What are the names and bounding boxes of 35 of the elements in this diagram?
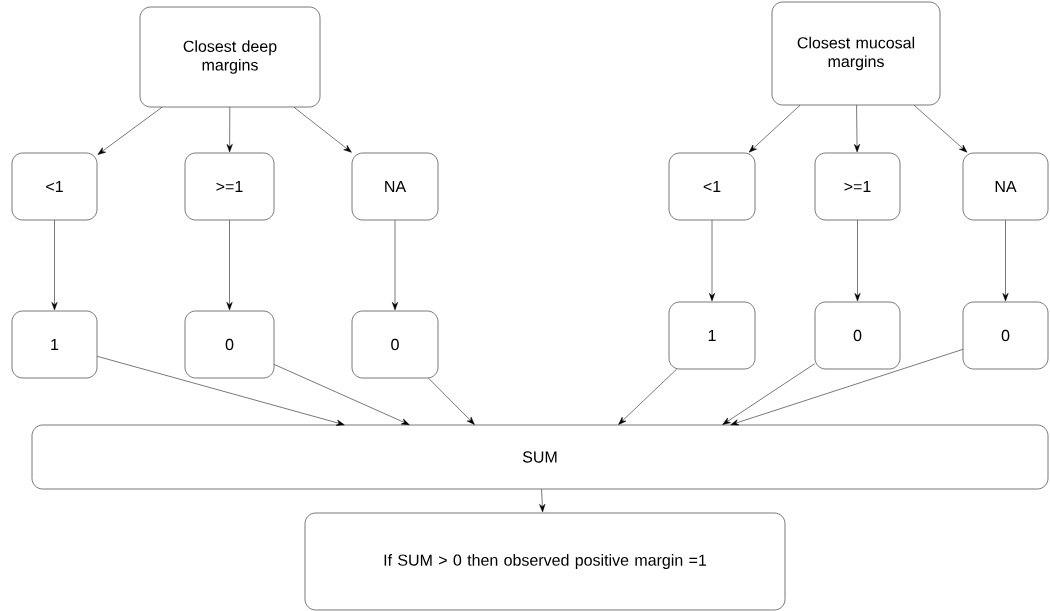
process-box: >=1 [184, 152, 275, 221]
process-box: If SUM > 0 then observed positive margin =1 [304, 512, 786, 611]
process-box: NA [351, 152, 439, 221]
arrow [618, 369, 677, 425]
process-box: SUM [31, 424, 1049, 490]
arrow [97, 107, 163, 155]
arrow [226, 220, 233, 311]
process-box: 0 [962, 301, 1049, 370]
arrow [854, 220, 861, 302]
arrow [748, 105, 801, 153]
arrow [730, 349, 963, 426]
arrow [722, 363, 815, 425]
process-box: 1 [668, 301, 756, 370]
process-box: 1 [11, 310, 98, 379]
arrow [274, 364, 410, 425]
process-box: NA [962, 152, 1049, 221]
arrow [392, 220, 398, 311]
process-box: Closest deep margins [139, 6, 321, 108]
process-box: <1 [668, 152, 756, 221]
process-box: >=1 [814, 152, 901, 221]
process-box: 0 [814, 301, 901, 370]
arrow [293, 107, 352, 153]
process-box: 0 [184, 310, 275, 379]
process-box: <1 [11, 152, 98, 221]
arrow [97, 356, 345, 426]
process-box: Closest mucosal margins [771, 1, 941, 106]
arrow [539, 489, 546, 513]
arrow [226, 107, 233, 153]
arrow [428, 378, 475, 425]
arrow [854, 105, 861, 153]
arrow [913, 105, 968, 153]
arrow [51, 220, 58, 311]
arrow [709, 220, 715, 302]
process-box: 0 [351, 310, 439, 379]
arrow [1002, 220, 1009, 302]
